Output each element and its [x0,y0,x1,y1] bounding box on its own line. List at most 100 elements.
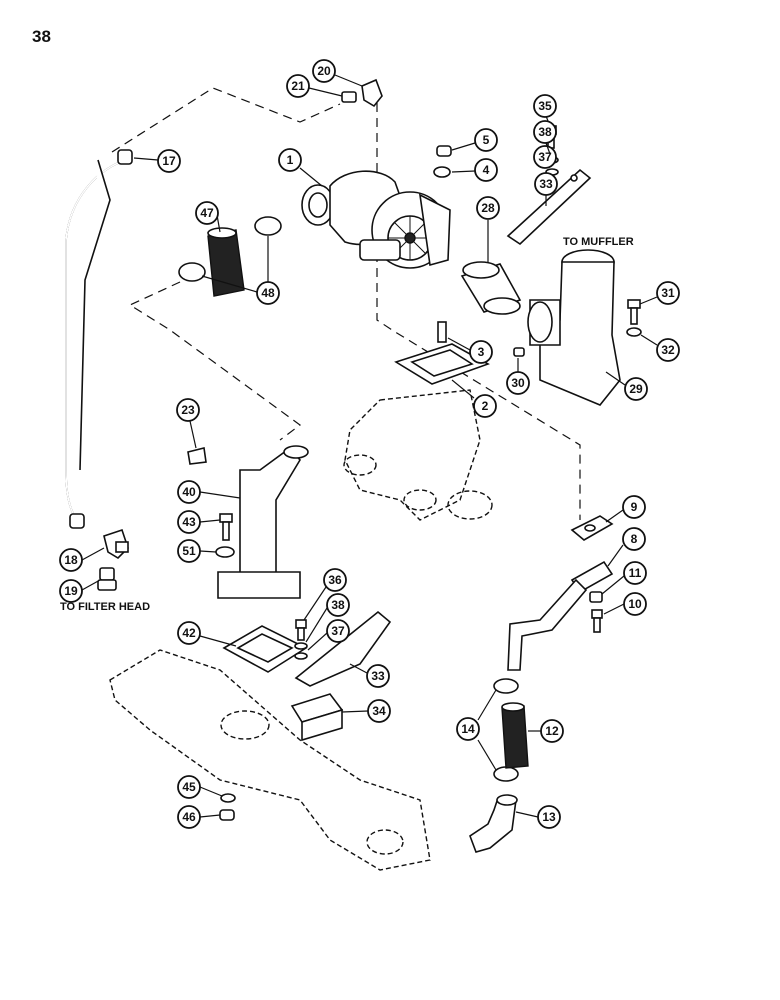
lockwasher-11 [589,591,603,603]
svg-text:51: 51 [182,544,196,558]
bracket-33-lower [294,610,392,687]
clip-23 [187,447,207,465]
caption-to-muffler: TO MUFFLER [563,236,634,248]
svg-text:2: 2 [482,399,489,413]
ring-4 [433,166,451,178]
spacer-34 [290,693,344,742]
callout-46: 46 [177,805,221,829]
callout-48: 48 [201,236,280,305]
callout-23: 23 [176,398,200,449]
bolt-36 [295,619,307,641]
svg-text:4: 4 [483,163,490,177]
svg-text:38: 38 [331,598,345,612]
callout-33: 33 [534,172,558,206]
callout-3: 3 [447,337,493,364]
svg-text:47: 47 [200,206,214,220]
callout-38: 38 [533,120,557,155]
callout-17: 17 [133,149,181,173]
exhaust-manifold-ghost [343,389,493,521]
nut-46 [219,809,235,821]
svg-text:38: 38 [538,125,552,139]
drain-tube-8 [507,560,614,671]
callout-30: 30 [506,358,530,395]
svg-text:40: 40 [182,485,196,499]
callout-1: 1 [278,148,323,187]
svg-text:43: 43 [182,515,196,529]
hose-47 [207,227,245,297]
callout-11: 11 [601,561,647,595]
nut-32 [626,327,642,337]
washer-51 [215,546,235,558]
bracket-33-top [506,168,592,246]
callout-20: 20 [312,59,363,87]
elbow-13 [469,794,518,853]
svg-text:5: 5 [483,133,490,147]
callout-18: 18 [59,547,105,572]
exhaust-elbow-29 [527,249,621,406]
callout-42: 42 [177,621,237,647]
svg-text:21: 21 [291,79,305,93]
callout-8: 8 [607,527,646,567]
clamps-48 [178,216,282,282]
svg-text:32: 32 [661,343,675,357]
stud-3 [437,321,447,343]
callout-40: 40 [177,480,241,504]
hose-28 [460,261,522,315]
callout-13: 13 [515,805,561,829]
callout-12: 12 [528,719,564,743]
callout-34: 34 [341,699,391,723]
svg-text:36: 36 [328,573,342,587]
svg-text:1: 1 [287,153,294,167]
callout-19: 19 [59,579,101,603]
gasket-42 [222,625,308,673]
svg-text:46: 46 [182,810,196,824]
callout-51: 51 [177,539,217,563]
callout-32: 32 [640,334,680,362]
svg-text:20: 20 [317,64,331,78]
svg-text:31: 31 [661,286,675,300]
svg-text:45: 45 [182,780,196,794]
callout-21: 21 [286,74,343,98]
callout-45: 45 [177,775,223,799]
callout-14: 14 [456,689,497,771]
callout-10: 10 [603,592,647,616]
callout-36: 36 [303,568,347,621]
svg-text:33: 33 [371,669,385,683]
svg-text:29: 29 [629,382,643,396]
callout-33b: 33 [349,663,390,688]
bolt-31 [627,299,641,325]
hose-12 [501,702,529,769]
svg-text:37: 37 [538,150,552,164]
svg-text:48: 48 [261,286,275,300]
pipe-40 [217,445,309,599]
callout-37b: 37 [307,619,350,651]
svg-text:42: 42 [182,626,196,640]
callout-43: 43 [177,510,221,534]
svg-text:18: 18 [64,553,78,567]
svg-text:37: 37 [331,624,345,638]
callout-28: 28 [476,196,500,262]
routing-lines [111,87,581,520]
elbow-fitting-18 [103,528,129,560]
callout-4: 4 [451,158,498,182]
svg-text:12: 12 [545,724,559,738]
lockwasher-45 [220,793,236,803]
callout-29: 29 [605,371,648,401]
svg-text:10: 10 [628,597,642,611]
nut-5 [436,145,452,157]
svg-text:19: 19 [64,584,78,598]
fittings-20-21 [341,78,383,108]
gasket-9 [570,515,614,541]
callout-5: 5 [451,128,498,152]
callout-37: 37 [533,145,557,169]
nut-30 [513,347,525,357]
intake-manifold-ghost [109,649,431,871]
svg-text:28: 28 [481,201,495,215]
callout-31: 31 [639,281,680,305]
svg-text:3: 3 [478,345,485,359]
turbocharger [301,170,451,269]
callout-2: 2 [451,379,497,418]
svg-text:9: 9 [631,500,638,514]
svg-text:30: 30 [511,376,525,390]
svg-text:17: 17 [162,154,176,168]
